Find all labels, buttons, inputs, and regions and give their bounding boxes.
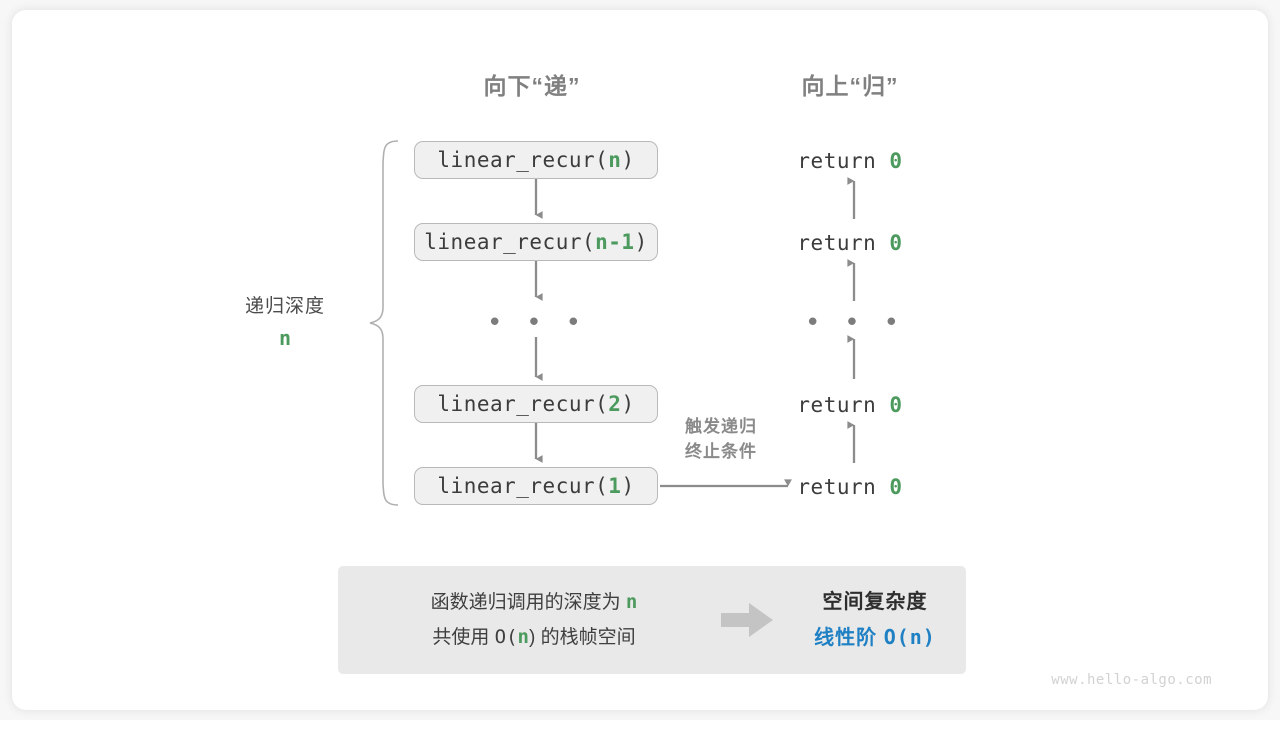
descend-ellipsis: • • •	[486, 308, 586, 338]
call-box-n-prefix: linear_recur(	[437, 148, 609, 172]
call-box-n-arg: n	[608, 148, 622, 172]
diagram-card: 向下“递” 向上“归”	[12, 10, 1268, 710]
call-box-n-minus-1: linear_recur(n-1)	[414, 223, 658, 261]
call-box-n: linear_recur(n)	[414, 141, 658, 179]
return-value-2: 0	[889, 231, 903, 255]
summary-line-1-var: n	[625, 590, 638, 613]
recursion-depth-brace	[369, 140, 399, 506]
summary-conclusion-title: 空间复杂度	[822, 590, 928, 613]
termination-condition-note: 触发递归 终止条件	[685, 415, 757, 464]
summary-result-text: 线性阶	[814, 626, 884, 649]
summary-line-1: 函数递归调用的深度为 n	[358, 585, 710, 620]
return-label-2: return 0	[797, 231, 902, 255]
summary-arrow-wrap	[710, 600, 784, 640]
summary-line-2-post: ) 的栈帧空间	[529, 627, 636, 648]
termination-note-line2: 终止条件	[685, 441, 757, 461]
return-value-1: 0	[889, 149, 903, 173]
recursion-depth-label: 递归深度 n	[245, 291, 325, 350]
return-keyword-1: return	[797, 149, 877, 173]
summary-line-2: 共使用 O(n) 的栈帧空间	[358, 620, 710, 655]
call-box-1-suffix: )	[621, 474, 635, 498]
block-arrow-right-icon	[721, 603, 773, 637]
return-keyword-2: return	[797, 231, 877, 255]
call-box-n-suffix: )	[621, 148, 635, 172]
summary-result-notation: O(n)	[883, 624, 936, 649]
summary-conclusion: 空间复杂度 线性阶 O(n)	[784, 585, 966, 656]
call-box-2: linear_recur(2)	[414, 385, 658, 423]
call-box-n1-arg: n-1	[595, 230, 635, 254]
call-box-n1-prefix: linear_recur(	[424, 230, 596, 254]
summary-line-2-text: 共使用	[432, 627, 495, 648]
return-label-1: return 0	[797, 149, 902, 173]
ascend-ellipsis: • • •	[804, 308, 904, 338]
termination-note-line1: 触发递归	[685, 417, 757, 436]
call-box-2-arg: 2	[608, 392, 622, 416]
recursion-depth-text: 递归深度	[244, 296, 326, 317]
return-label-3: return 0	[797, 393, 902, 417]
return-keyword-3: return	[797, 393, 877, 417]
summary-conclusion-result: 线性阶 O(n)	[784, 620, 966, 656]
call-box-1-arg: 1	[608, 474, 622, 498]
summary-description: 函数递归调用的深度为 n 共使用 O(n) 的栈帧空间	[338, 585, 710, 655]
column-header-descend: 向下“递”	[483, 73, 581, 99]
summary-panel: 函数递归调用的深度为 n 共使用 O(n) 的栈帧空间 空间复杂度 线性阶 O(…	[338, 566, 966, 674]
return-value-4: 0	[889, 475, 903, 499]
call-box-2-suffix: )	[621, 392, 635, 416]
call-box-1: linear_recur(1)	[414, 467, 658, 505]
summary-line-2-fn: O(	[494, 626, 518, 648]
watermark: www.hello-algo.com	[1051, 672, 1212, 688]
return-keyword-4: return	[797, 475, 877, 499]
column-header-ascend: 向上“归”	[801, 73, 899, 99]
recursion-depth-value: n	[278, 326, 292, 350]
summary-line-2-var: n	[517, 626, 529, 648]
return-label-4: return 0	[797, 475, 902, 499]
call-box-1-prefix: linear_recur(	[437, 474, 609, 498]
call-box-n1-suffix: )	[634, 230, 648, 254]
return-value-3: 0	[889, 393, 903, 417]
call-box-2-prefix: linear_recur(	[437, 392, 609, 416]
summary-line-1-text: 函数递归调用的深度为	[430, 591, 626, 613]
